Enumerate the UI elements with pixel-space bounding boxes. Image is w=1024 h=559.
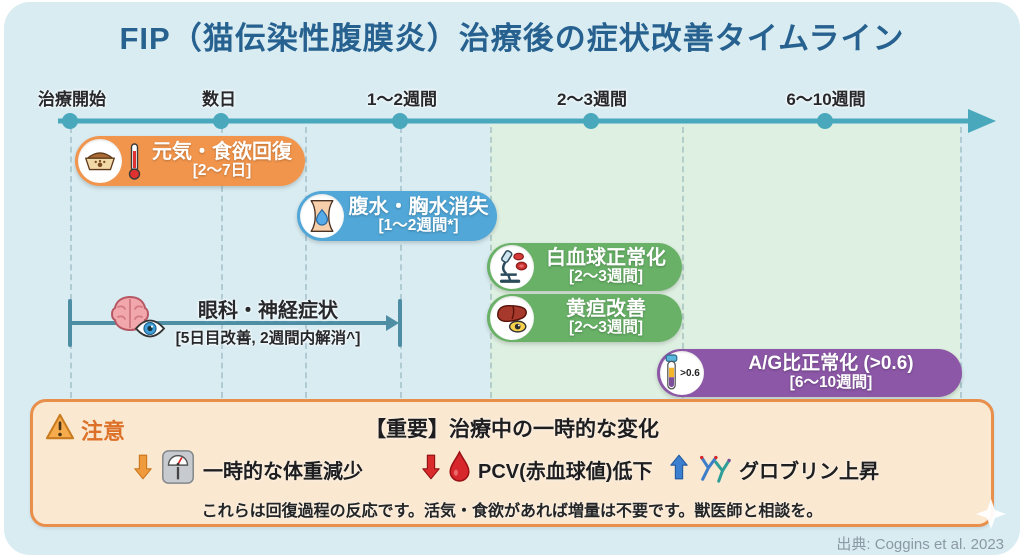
bar-ag-ratio-normalization: >0.6 A/G比正常化 (>0.6) [6〜10週間] <box>657 349 962 397</box>
bar-range: [2〜3週間] <box>568 268 644 286</box>
bar-range: [2〜3週間] <box>568 319 644 337</box>
warning-item-label: 一時的な体重減少 <box>203 460 363 483</box>
marker-2-3-weeks: 2〜3週間 <box>557 90 627 109</box>
up-arrow-blue-icon <box>669 451 689 488</box>
gridline <box>70 127 72 398</box>
eye-icon <box>134 317 166 345</box>
down-arrow-red-icon <box>421 451 441 488</box>
bar-label: 白血球正常化 <box>546 246 666 269</box>
warning-item-pcv-drop: PCV(赤血球値)低下 <box>421 448 652 490</box>
sparkle-icon <box>976 499 1006 534</box>
thermometer-icon <box>126 141 143 181</box>
bar-label: A/G比正常化 (>0.6) <box>748 353 914 375</box>
gridline <box>682 127 684 398</box>
marker-6-10-weeks: 6〜10週間 <box>786 90 866 109</box>
liver-eye-icon <box>490 296 534 340</box>
neuro-symptoms-label: 眼科・神経症状 <box>198 300 338 322</box>
warning-note: これらは回復過程の反応です。活気・食欲があれば増量は不要です。獣医師と相談を。 <box>201 503 823 520</box>
warning-badge-label: 注意 <box>81 418 126 444</box>
page-title: FIP（猫伝染性腹膜炎）治療後の症状改善タイムライン <box>119 21 905 56</box>
gridline <box>221 127 223 398</box>
gridline <box>400 127 402 398</box>
warning-item-label: PCV(赤血球値)低下 <box>478 460 653 483</box>
gridline <box>305 127 307 398</box>
food-bowl-icon <box>78 139 122 183</box>
bar-label: 腹水・胸水消失 <box>348 195 489 218</box>
globulin-icon <box>695 450 733 489</box>
test-tube-icon: >0.6 <box>660 351 704 395</box>
warning-heading: 【重要】治療中の一時的な変化 <box>365 418 659 441</box>
down-arrow-orange-icon <box>133 451 153 488</box>
bar-range: [6〜10週間] <box>789 373 873 391</box>
bar-effusion-disappearance: 腹水・胸水消失 [1〜2週間*] <box>297 191 497 241</box>
warning-item-weight-loss: 一時的な体重減少 <box>133 448 363 490</box>
marker-few-days: 数日 <box>202 90 236 109</box>
bar-label: 黄疸改善 <box>566 297 646 320</box>
blood-drop-icon <box>447 450 472 488</box>
neuro-symptoms-range: [5日目改善, 2週間内解消^] <box>175 330 361 347</box>
bar-jaundice-improvement: 黄疸改善 [2〜3週間] <box>487 294 682 342</box>
warning-item-globulin-rise: グロブリン上昇 <box>669 448 879 490</box>
bar-wbc-normalization: 白血球正常化 [2〜3週間] <box>487 243 682 291</box>
warning-box: 注意 【重要】治療中の一時的な変化 一時的な体重減少 <box>30 399 994 527</box>
bar-range: [2〜7日] <box>192 162 252 180</box>
marker-treatment-start: 治療開始 <box>38 90 106 109</box>
brain-icon <box>108 293 152 340</box>
bar-range: [1〜2週間*] <box>378 217 459 235</box>
warning-triangle-icon <box>45 413 75 446</box>
gridline <box>960 127 962 398</box>
warning-item-label: グロブリン上昇 <box>739 460 879 483</box>
microscope-blood-icon <box>490 245 534 289</box>
weight-scale-icon <box>159 448 197 491</box>
marker-1-2-weeks: 1〜2週間 <box>367 90 437 109</box>
belly-fluid-icon <box>300 194 344 238</box>
tube-value-label: >0.6 <box>680 367 700 379</box>
source-citation: 出典: Coggins et al. 2023 <box>836 536 1004 553</box>
bar-label: 元気・食欲回復 <box>152 140 292 163</box>
bar-energy-appetite-recovery: 元気・食欲回復 [2〜7日] <box>75 136 305 186</box>
